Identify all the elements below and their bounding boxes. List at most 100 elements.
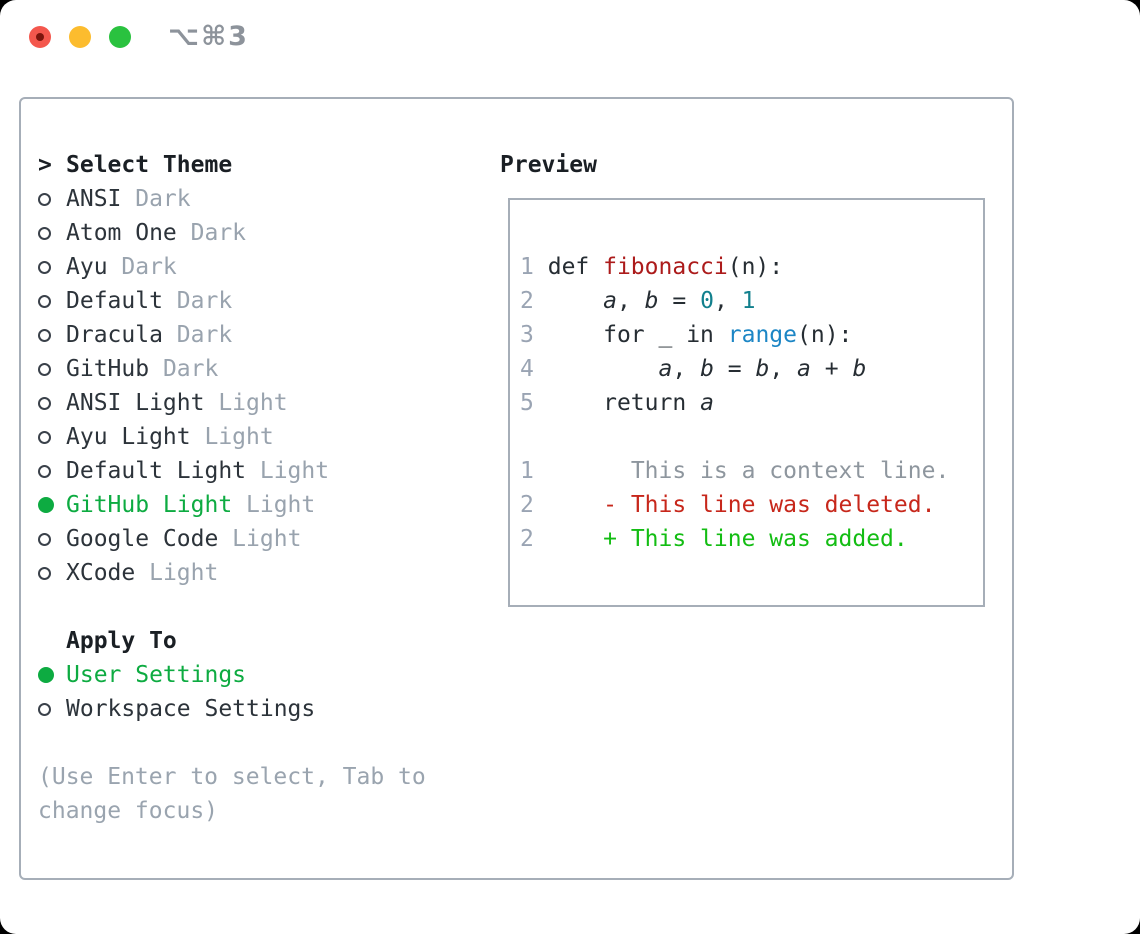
theme-option-github-light[interactable]: GitHub Light Light — [38, 488, 426, 522]
option-name: XCode — [66, 560, 136, 586]
theme-option-ansi[interactable]: ANSI Dark — [38, 182, 426, 216]
radio-icon — [38, 192, 51, 206]
apply-option-workspace-settings[interactable]: Workspace Settings — [38, 692, 426, 726]
blank-line — [520, 216, 973, 250]
code-token: , — [769, 356, 798, 382]
theme-option-default-light[interactable]: Default Light Light — [38, 454, 426, 488]
code-line: 1 def fibonacci(n): — [520, 250, 973, 284]
radio-icon — [38, 260, 51, 274]
option-label: XCode Light — [66, 560, 218, 586]
code-token: 0 — [700, 288, 714, 314]
code-token: return — [603, 390, 687, 416]
code-token: (n): — [727, 254, 784, 280]
radio-marker — [38, 566, 66, 580]
diff-text: This is a context line. — [630, 458, 950, 484]
code-token: a — [797, 356, 811, 382]
option-label: Atom One Dark — [66, 220, 246, 246]
option-variant: Light — [190, 424, 274, 450]
code-line: 4 a, b = b, a + b — [520, 352, 973, 386]
option-variant: Light — [246, 458, 330, 484]
radio-marker — [38, 260, 66, 274]
code-token: def — [547, 254, 604, 280]
theme-list-header: > Select Theme — [38, 148, 426, 182]
option-variant: Dark — [107, 254, 177, 280]
radio-marker — [38, 396, 66, 410]
option-label: GitHub Dark — [66, 356, 218, 382]
radio-icon — [38, 464, 51, 478]
option-variant: Light — [232, 492, 316, 518]
option-variant: Dark — [162, 288, 233, 314]
option-variant: Light — [135, 560, 219, 586]
option-label: GitHub Light Light — [66, 492, 315, 518]
code-token: b — [644, 288, 659, 314]
option-name: Dracula — [66, 322, 163, 348]
spacer — [38, 590, 426, 624]
line-number: 4 — [520, 356, 534, 382]
diff-preview: 1 This is a context line.2 - This line w… — [520, 454, 973, 556]
option-label: Default Dark — [66, 288, 232, 314]
theme-option-ayu-light[interactable]: Ayu Light Light — [38, 420, 426, 454]
radio-marker — [38, 430, 66, 444]
code-token: b — [755, 356, 770, 382]
code-token: _ — [644, 322, 687, 348]
line-number: 3 — [520, 322, 534, 348]
option-name: Default — [66, 288, 163, 314]
diff-marker: - — [603, 492, 631, 518]
code-line: 5 return a — [520, 386, 973, 420]
diff-line-added: 2 + This line was added. — [520, 522, 973, 556]
option-variant: Dark — [162, 322, 233, 348]
code-token: a — [603, 288, 617, 314]
code-token — [548, 322, 603, 348]
option-name: GitHub — [66, 356, 150, 382]
code-token: + — [810, 356, 853, 382]
theme-option-github[interactable]: GitHub Dark — [38, 352, 426, 386]
line-number: 5 — [520, 390, 534, 416]
code-token: , — [713, 288, 742, 314]
theme-option-xcode[interactable]: XCode Light — [38, 556, 426, 590]
radio-icon — [38, 396, 51, 410]
option-label: User Settings — [66, 662, 246, 688]
option-name: ANSI — [66, 186, 122, 212]
code-line: 3 for _ in range(n): — [520, 318, 973, 352]
minimize-button[interactable] — [69, 26, 91, 48]
option-label: Workspace Settings — [66, 696, 315, 722]
hint-line: change focus) — [38, 798, 219, 824]
option-name: Google Code — [66, 526, 219, 552]
apply-to-header-label: Apply To — [66, 628, 177, 654]
option-variant: Dark — [149, 356, 219, 382]
option-name: Ayu Light — [66, 424, 191, 450]
theme-option-ayu[interactable]: Ayu Dark — [38, 250, 426, 284]
theme-option-atom-one[interactable]: Atom One Dark — [38, 216, 426, 250]
radio-marker — [38, 702, 66, 716]
option-variant: Light — [218, 526, 302, 552]
code-token: for — [603, 322, 645, 348]
radio-marker — [38, 362, 66, 376]
code-token: = — [713, 356, 756, 382]
radio-icon — [38, 362, 51, 376]
close-button[interactable] — [29, 26, 51, 48]
option-label: Ayu Light Light — [66, 424, 274, 450]
spacer — [38, 726, 426, 760]
radio-icon — [38, 226, 51, 240]
theme-option-default[interactable]: Default Dark — [38, 284, 426, 318]
option-label: Ayu Dark — [66, 254, 177, 280]
code-token: a — [658, 356, 673, 382]
window-title: ⌥⌘3 — [168, 21, 249, 52]
apply-option-user-settings[interactable]: User Settings — [38, 658, 426, 692]
radio-icon — [38, 532, 51, 546]
zoom-button[interactable] — [109, 26, 131, 48]
code-token: (n): — [797, 322, 853, 348]
theme-option-google-code[interactable]: Google Code Light — [38, 522, 426, 556]
theme-option-dracula[interactable]: Dracula Dark — [38, 318, 426, 352]
code-token: range — [727, 322, 798, 348]
theme-option-ansi-light[interactable]: ANSI Light Light — [38, 386, 426, 420]
option-name: GitHub Light — [66, 492, 233, 518]
diff-marker — [603, 458, 631, 484]
radio-marker — [38, 532, 66, 546]
radio-marker — [38, 464, 66, 478]
